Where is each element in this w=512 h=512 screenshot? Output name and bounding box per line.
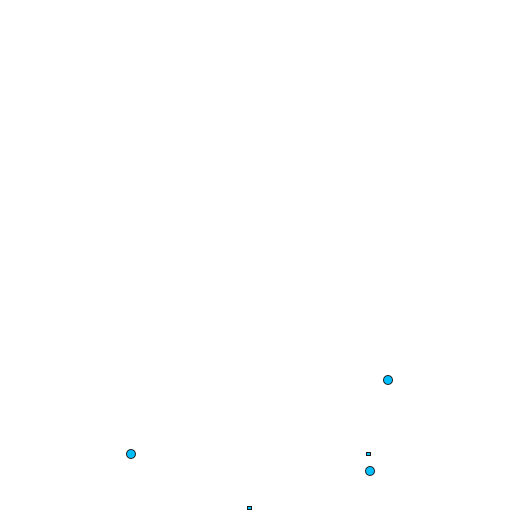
circle-marker-icon[interactable] xyxy=(383,375,393,385)
circle-marker-icon[interactable] xyxy=(126,449,136,459)
tiny-marker-icon[interactable] xyxy=(247,506,252,510)
tiny-marker-icon[interactable] xyxy=(366,452,371,456)
circle-marker-icon[interactable] xyxy=(365,466,375,476)
